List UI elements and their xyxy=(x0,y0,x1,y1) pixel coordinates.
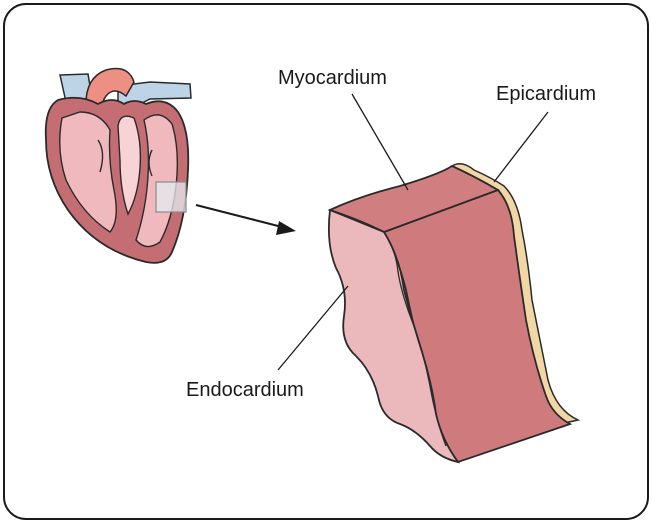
label-epicardium: Epicardium xyxy=(496,83,596,105)
inset-selection-box xyxy=(156,182,186,212)
label-endocardium: Endocardium xyxy=(186,379,304,401)
label-myocardium: Myocardium xyxy=(278,67,387,89)
